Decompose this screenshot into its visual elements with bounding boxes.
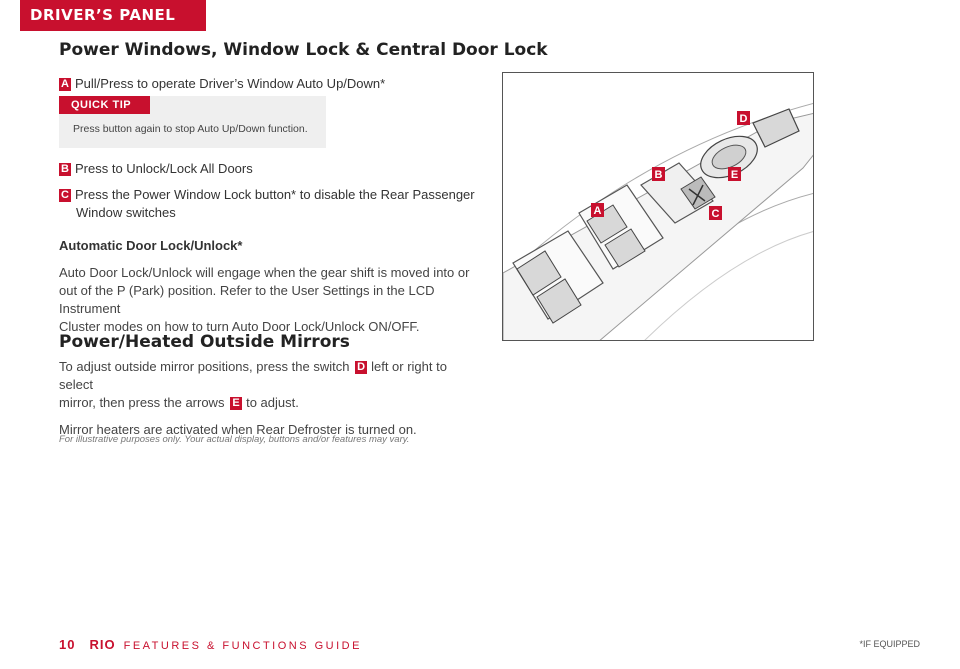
auto-lock-line-3: Cluster modes on how to turn Auto Door L… bbox=[59, 319, 420, 334]
badge-d-inline: D bbox=[355, 361, 368, 374]
badge-e-inline: E bbox=[230, 397, 243, 410]
badge-c: C bbox=[59, 189, 71, 202]
badge-b: B bbox=[59, 163, 71, 176]
auto-lock-heading: Automatic Door Lock/Unlock* bbox=[59, 238, 243, 253]
svg-text:C: C bbox=[712, 208, 720, 220]
quick-tip-text: Press button again to stop Auto Up/Down … bbox=[73, 123, 308, 135]
item-a-text: Pull/Press to operate Driver’s Window Au… bbox=[75, 76, 386, 91]
door-panel-drawing: D B E A C bbox=[503, 103, 813, 340]
item-b-text: Press to Unlock/Lock All Doors bbox=[75, 161, 253, 176]
label-e: E bbox=[728, 167, 741, 181]
mirrors-heading: Power/Heated Outside Mirrors bbox=[59, 332, 350, 352]
page-footer: 10 RIO FEATURES & FUNCTIONS GUIDE bbox=[59, 637, 362, 652]
badge-a: A bbox=[59, 78, 71, 91]
mirrors-line-3: Mirror heaters are activated when Rear D… bbox=[59, 422, 417, 437]
label-b: B bbox=[652, 167, 665, 181]
page-number: 10 bbox=[59, 637, 76, 652]
auto-lock-line-2: out of the P (Park) position. Refer to t… bbox=[59, 283, 435, 316]
section-tab: DRIVER’S PANEL bbox=[20, 0, 206, 31]
if-equipped-note: *IF EQUIPPED bbox=[859, 639, 920, 649]
item-c: C Press the Power Window Lock button* to … bbox=[59, 186, 475, 222]
guide-name: FEATURES & FUNCTIONS GUIDE bbox=[123, 640, 362, 652]
svg-text:E: E bbox=[731, 169, 738, 181]
model-name: RIO bbox=[89, 637, 116, 652]
item-c-text: Press the Power Window Lock button* to d… bbox=[75, 187, 475, 202]
page-title: Power Windows, Window Lock & Central Doo… bbox=[59, 40, 548, 60]
mirrors-line-2a: mirror, then press the arrows bbox=[59, 395, 225, 410]
mirrors-line-2b: to adjust. bbox=[246, 395, 299, 410]
quick-tip-label: QUICK TIP bbox=[59, 96, 150, 114]
label-c: C bbox=[709, 206, 722, 220]
svg-text:A: A bbox=[594, 205, 602, 217]
mirrors-line-1a: To adjust outside mirror positions, pres… bbox=[59, 359, 350, 374]
label-a: A bbox=[591, 203, 604, 217]
auto-lock-line-1: Auto Door Lock/Unlock will engage when t… bbox=[59, 265, 470, 280]
item-a: A Pull/Press to operate Driver’s Window A… bbox=[59, 75, 385, 93]
rear-switch-housing bbox=[512, 230, 604, 324]
svg-text:B: B bbox=[655, 169, 663, 181]
quick-tip-box: QUICK TIP Press button again to stop Aut… bbox=[59, 96, 326, 148]
auto-lock-paragraph: Auto Door Lock/Unlock will engage when t… bbox=[59, 264, 479, 336]
mirrors-line-1b: left or right to select bbox=[59, 359, 447, 392]
disclaimer: For illustrative purposes only. Your act… bbox=[59, 434, 410, 445]
item-b: B Press to Unlock/Lock All Doors bbox=[59, 160, 253, 178]
mirrors-paragraph: To adjust outside mirror positions, pres… bbox=[59, 358, 479, 439]
label-d: D bbox=[737, 111, 750, 125]
item-c-text-cont: Window switches bbox=[76, 205, 176, 220]
mirrors-line-1: To adjust outside mirror positions, pres… bbox=[59, 358, 479, 394]
svg-text:D: D bbox=[740, 113, 748, 125]
door-panel-illustration: D B E A C bbox=[502, 72, 814, 341]
